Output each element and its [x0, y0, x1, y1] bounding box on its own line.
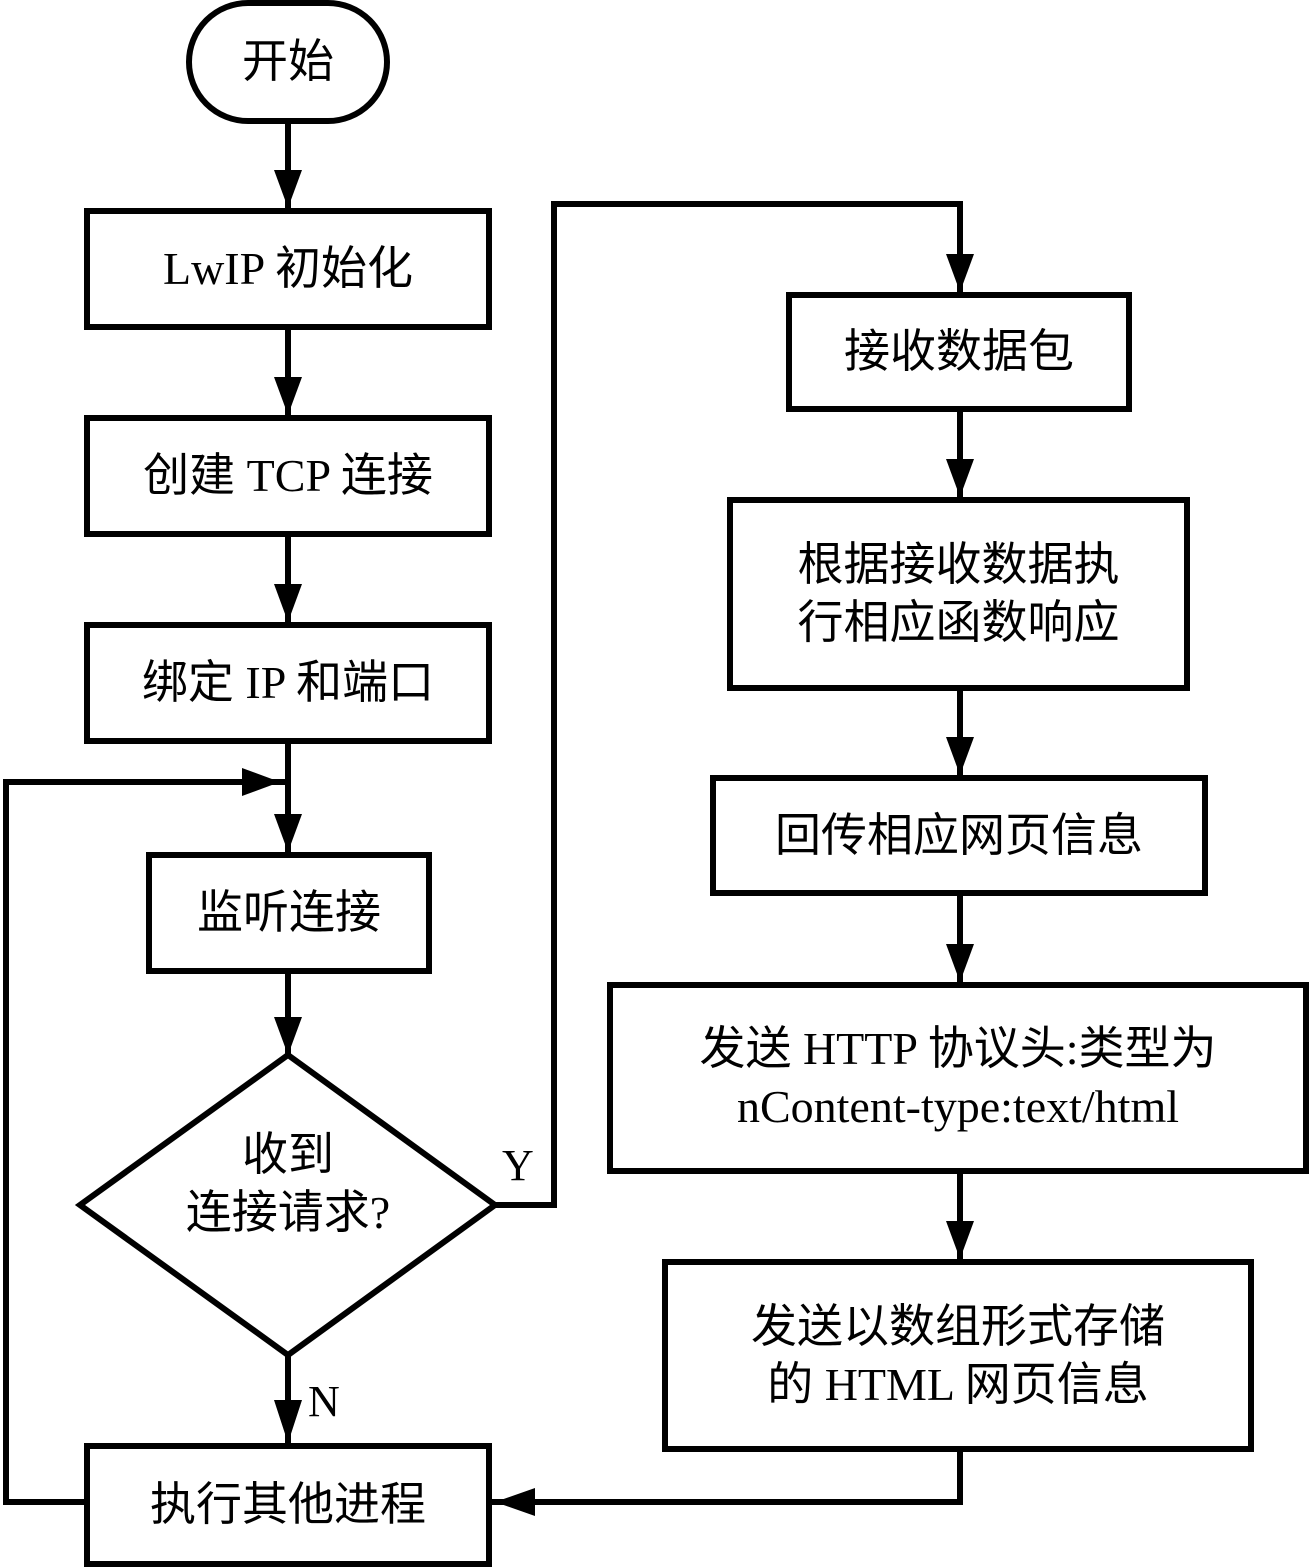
execute-line-1: 根据接收数据执	[797, 539, 1120, 590]
send-header-box: 发送 HTTP 协议头:类型为 nContent-type:text/html	[607, 982, 1309, 1174]
arrowhead	[274, 1017, 302, 1055]
decision-diamond	[74, 1051, 501, 1359]
arrowhead	[946, 459, 974, 497]
arrowhead	[274, 584, 302, 622]
return-page-box: 回传相应网页信息	[710, 775, 1208, 896]
return-page-label: 回传相应网页信息	[775, 809, 1143, 861]
create-tcp-box: 创建 TCP 连接	[84, 415, 492, 537]
arrowhead	[274, 814, 302, 852]
other-process-box: 执行其他进程	[84, 1443, 492, 1567]
other-process-label: 执行其他进程	[150, 1479, 426, 1530]
execute-function-box: 根据接收数据执 行相应函数响应	[727, 497, 1190, 691]
listen-label: 监听连接	[197, 887, 381, 938]
send-html-line-2: 的 HTML 网页信息	[767, 1358, 1149, 1410]
send-html-box: 发送以数组形式存储 的 HTML 网页信息	[662, 1259, 1254, 1452]
listen-box: 监听连接	[146, 852, 432, 974]
create-tcp-label: 创建 TCP 连接	[143, 450, 433, 501]
execute-line-2: 行相应函数响应	[797, 597, 1120, 648]
bind-box: 绑定 IP 和端口	[84, 622, 492, 744]
receive-packet-label: 接收数据包	[844, 326, 1074, 377]
arrow-decision-yes	[495, 201, 963, 1208]
yes-label: Y	[502, 1141, 534, 1190]
receive-packet-box: 接收数据包	[786, 292, 1132, 412]
arrowhead	[242, 768, 280, 796]
init-label: LwIP 初始化	[162, 243, 413, 294]
arrowhead	[495, 1488, 535, 1516]
arrowhead	[274, 1400, 302, 1443]
bind-label: 绑定 IP 和端口	[141, 657, 435, 708]
decision-line-1: 收到	[242, 1129, 334, 1180]
init-box: LwIP 初始化	[84, 208, 492, 330]
arrowhead	[946, 254, 974, 292]
start-terminal: 开始	[186, 0, 390, 124]
decision-line-2: 连接请求?	[185, 1187, 391, 1238]
arrowhead	[946, 737, 974, 775]
arrowhead	[946, 944, 974, 982]
send-html-line-1: 发送以数组形式存储	[751, 1300, 1165, 1352]
send-header-line-1: 发送 HTTP 协议头:类型为	[699, 1023, 1217, 1074]
send-header-line-2: nContent-type:text/html	[736, 1081, 1180, 1132]
arrowhead	[274, 170, 302, 208]
no-label: N	[308, 1377, 340, 1426]
arrow-html-to-other	[492, 1450, 963, 1505]
arrowhead	[274, 377, 302, 415]
start-label: 开始	[242, 36, 334, 87]
loop-back-line	[3, 779, 288, 1505]
decision-text: 收到 连接请求?	[130, 1126, 446, 1242]
arrowhead	[946, 1221, 974, 1259]
